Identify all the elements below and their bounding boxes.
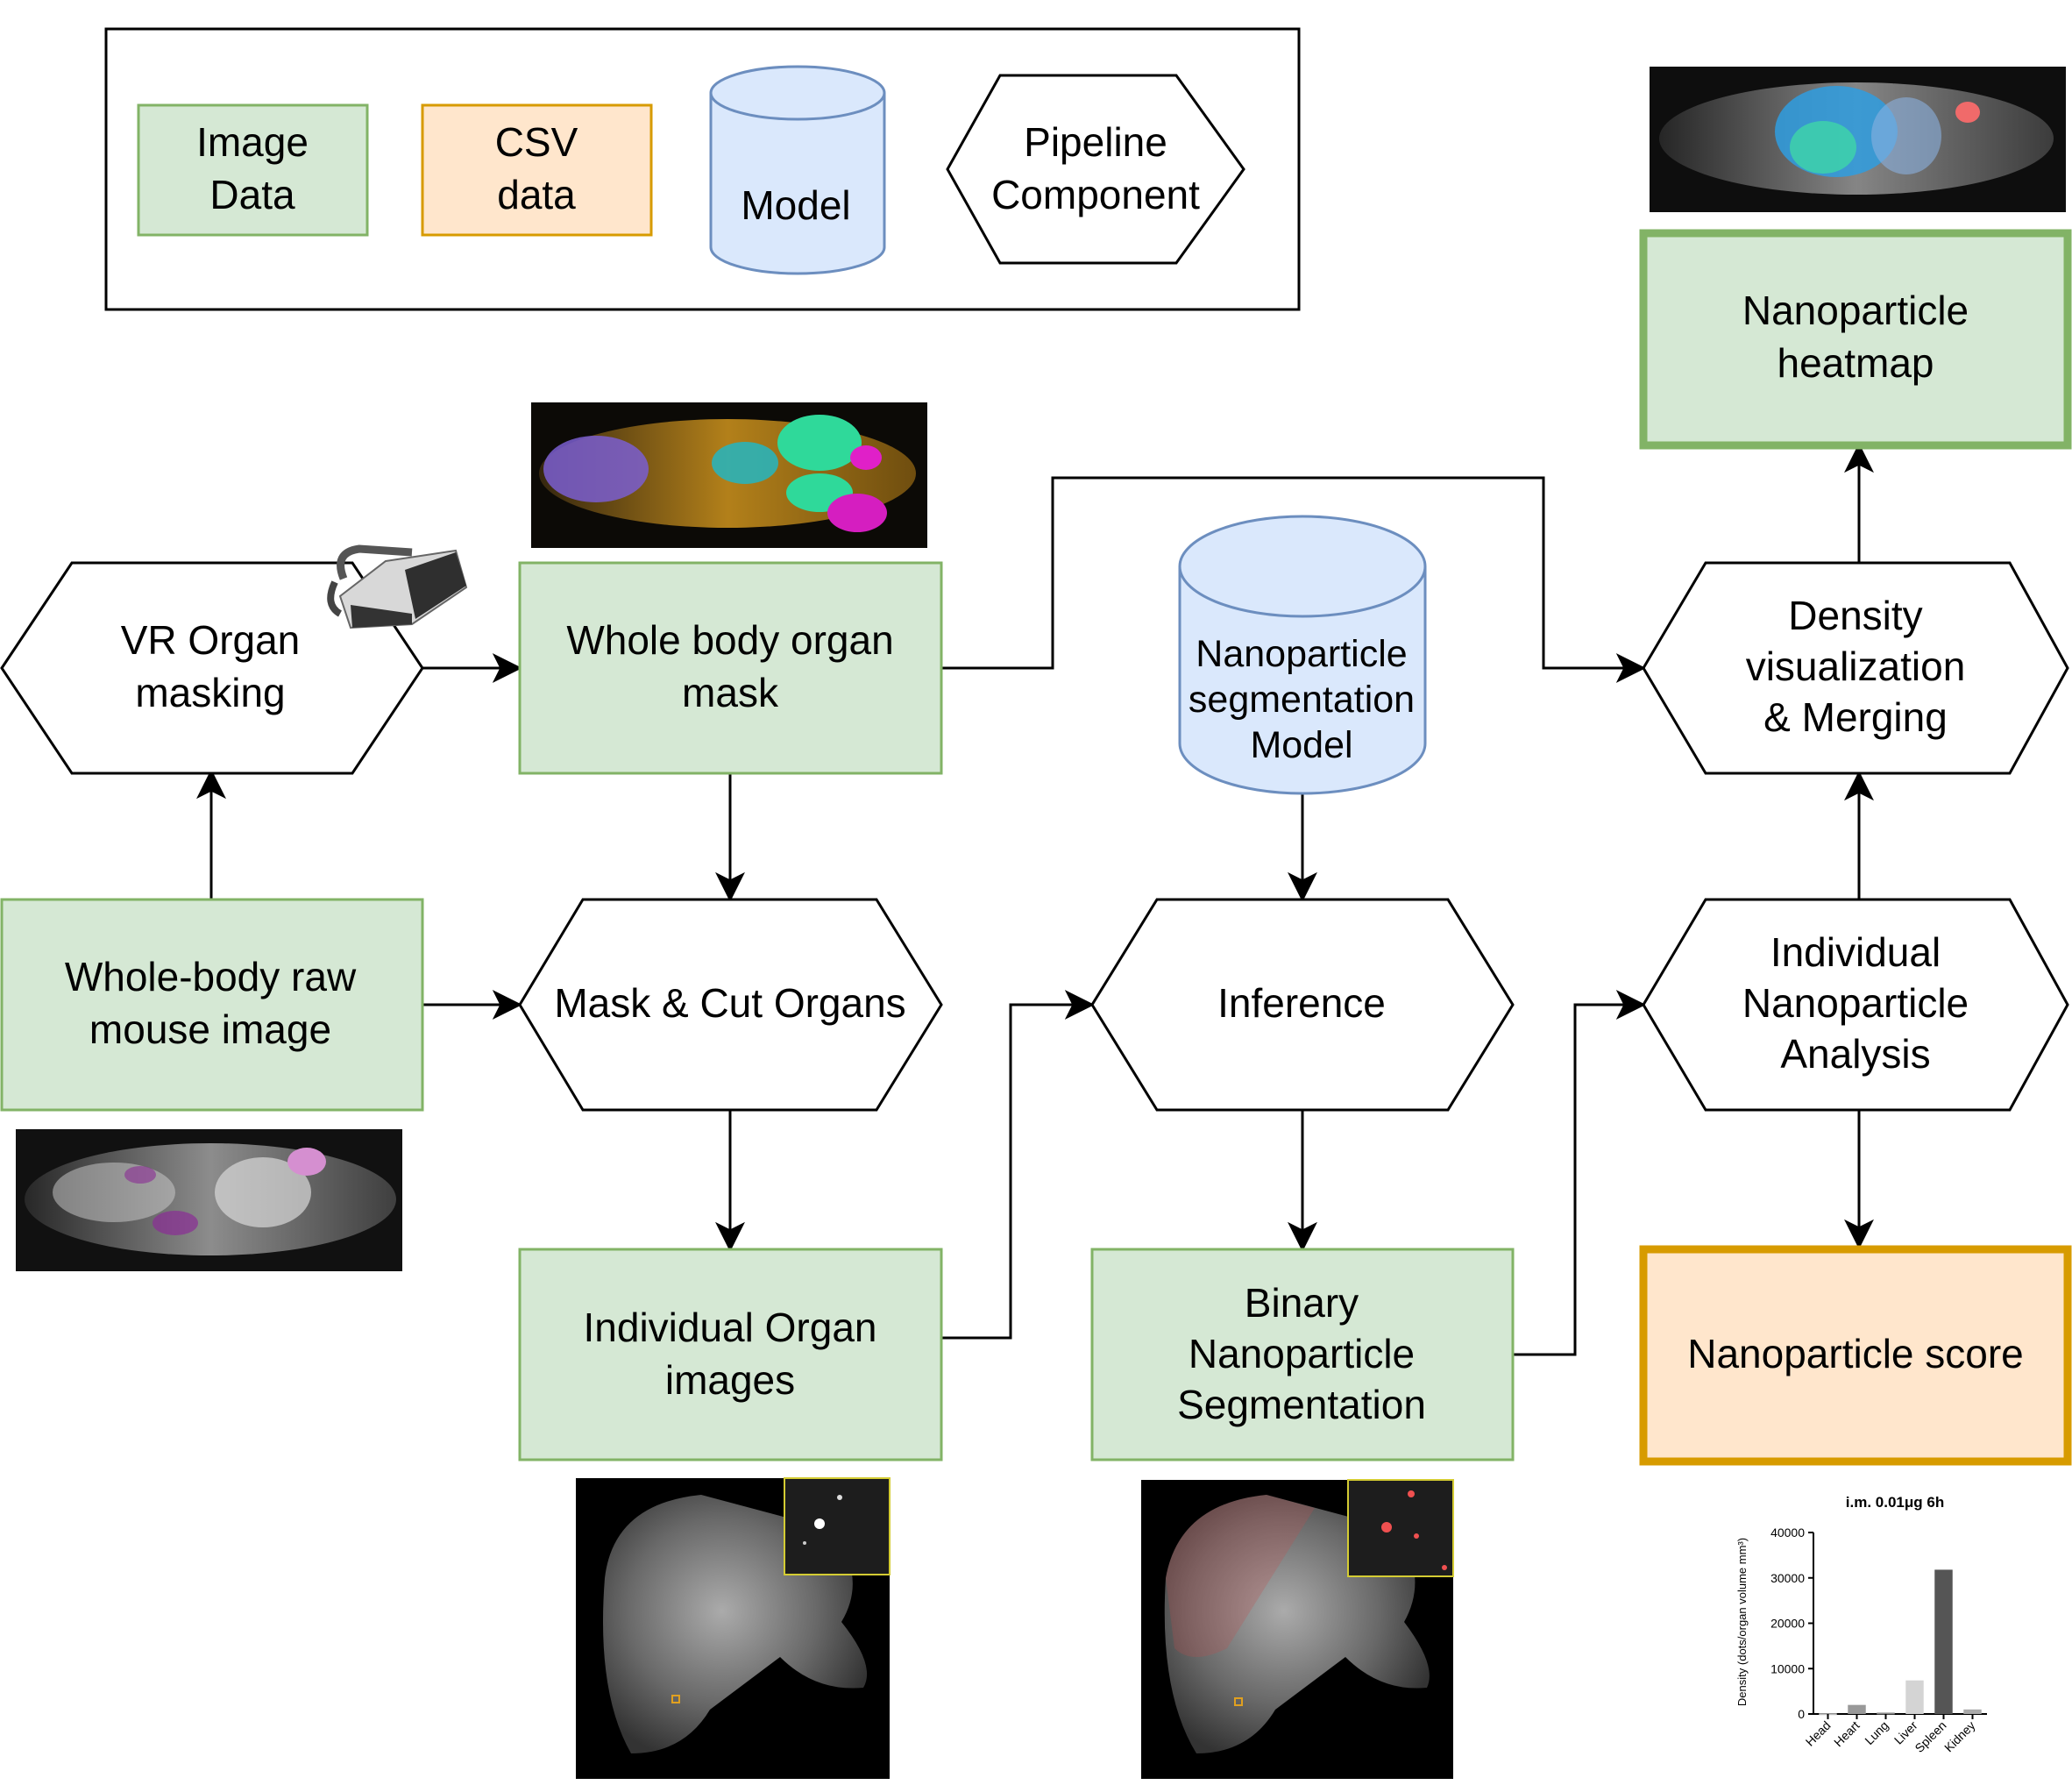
chart-y-ticks: 0 10000 20000 30000 40000 (1770, 1525, 1813, 1721)
segmentation-model-node: Nanoparticle segmentation Model (1178, 515, 1427, 795)
organ-mask-render-image (531, 402, 927, 548)
chart-y-tick-label: 0 (1798, 1707, 1805, 1721)
organ-images-line2: images (665, 1357, 795, 1403)
density-line2: visualization (1746, 644, 1966, 689)
binary-seg-line1: Binary (1245, 1280, 1359, 1326)
density-line3: & Merging (1763, 694, 1948, 740)
chart-bar-spleen (1934, 1569, 1953, 1714)
edge-organs-to-inference (941, 990, 1095, 1340)
binary-segmentation-node: Binary Nanoparticle Segmentation (1090, 1248, 1515, 1461)
inference-label: Inference (1217, 980, 1386, 1026)
legend-csv-data-line1: CSV (495, 119, 578, 165)
chart-y-tick-label: 10000 (1770, 1661, 1805, 1675)
analysis-line2: Nanoparticle (1742, 980, 1969, 1026)
binary-seg-line2: Nanoparticle (1189, 1331, 1415, 1376)
individual-analysis-node: Individual Nanoparticle Analysis (1642, 898, 2069, 1112)
whole-body-organ-mask-line1: Whole body organ (566, 617, 893, 663)
legend-csv-data: CSV data (421, 103, 653, 237)
heatmap-line2: heatmap (1777, 340, 1934, 386)
binary-seg-line3: Segmentation (1177, 1382, 1426, 1427)
nanoparticle-heatmap-node: Nanoparticle heatmap (1639, 229, 2072, 450)
legend-image-data-line2: Data (209, 172, 295, 217)
whole-body-organ-mask-node: Whole body organ mask (518, 561, 943, 775)
chart-x-label-lung: Lung (1862, 1718, 1891, 1747)
raw-image-line1: Whole-body raw (65, 954, 357, 999)
chart-bar-heart (1848, 1704, 1866, 1714)
chart-title: i.m. 0.01μg 6h (1846, 1494, 1944, 1511)
raw-mouse-render-image (16, 1129, 402, 1271)
vr-organ-masking-line2: masking (135, 670, 285, 715)
organ-slice-image (576, 1477, 891, 1779)
chart-x-label-kidney: Kidney (1941, 1718, 1978, 1755)
heatmap-line1: Nanoparticle (1742, 288, 1969, 333)
legend-csv-data-line2: data (497, 172, 576, 217)
chart-y-axis-label: Density (dots/organ volume mm³) (1735, 1538, 1749, 1706)
legend-model-label: Model (741, 182, 850, 228)
segmented-organ-image (1141, 1479, 1454, 1779)
chart-bar-lung (1877, 1712, 1895, 1715)
chart-x-label-heart: Heart (1831, 1718, 1863, 1750)
density-line1: Density (1788, 593, 1922, 638)
chart-y-tick-label: 20000 (1770, 1617, 1805, 1631)
legend-image-data: Image Data (137, 103, 369, 237)
edge-mask-to-density (941, 476, 1646, 683)
seg-model-line3: Model (1250, 724, 1352, 766)
nanoparticle-score-node: Nanoparticle score (1639, 1245, 2072, 1466)
chart-bar-liver (1905, 1680, 1924, 1714)
heatmap-render-image (1650, 67, 2066, 212)
chart-bars (1819, 1569, 1982, 1716)
legend-pipeline: Pipeline Component (946, 74, 1245, 265)
mask-cut-organs-label: Mask & Cut Organs (554, 980, 905, 1026)
whole-body-organ-mask-line2: mask (682, 670, 779, 715)
chart-bar-kidney (1963, 1709, 1982, 1714)
analysis-line1: Individual (1770, 929, 1941, 975)
raw-image-line2: mouse image (89, 1006, 331, 1052)
edge-binary-to-analysis (1513, 990, 1646, 1356)
analysis-line3: Analysis (1780, 1031, 1930, 1077)
seg-model-line1: Nanoparticle (1196, 633, 1407, 675)
legend-image-data-line1: Image (196, 119, 309, 165)
legend-model: Model (709, 65, 886, 275)
chart-y-tick-label: 30000 (1770, 1571, 1805, 1585)
density-visualization-node: Density visualization & Merging (1642, 561, 2069, 775)
density-bar-chart: i.m. 0.01μg 6h Density (dots/organ volum… (1735, 1494, 1987, 1755)
connectors (196, 443, 1874, 1356)
legend-pipeline-line1: Pipeline (1024, 119, 1167, 165)
vr-organ-masking-line1: VR Organ (121, 617, 301, 663)
legend-pipeline-line2: Component (991, 172, 1200, 217)
vr-organ-masking-node: VR Organ masking (0, 561, 424, 775)
organ-images-line1: Individual Organ (584, 1305, 877, 1350)
mask-cut-organs-node: Mask & Cut Organs (518, 898, 943, 1112)
chart-y-tick-label: 40000 (1770, 1525, 1805, 1540)
chart-x-label-head: Head (1803, 1718, 1834, 1749)
inference-node: Inference (1090, 898, 1515, 1112)
vr-headset-icon (327, 544, 468, 629)
score-label: Nanoparticle score (1687, 1331, 2024, 1376)
seg-model-line2: segmentation (1189, 679, 1415, 721)
chart-x-label-spleen: Spleen (1912, 1718, 1948, 1755)
whole-body-raw-image-node: Whole-body raw mouse image (0, 898, 424, 1112)
individual-organ-images-node: Individual Organ images (518, 1248, 943, 1461)
